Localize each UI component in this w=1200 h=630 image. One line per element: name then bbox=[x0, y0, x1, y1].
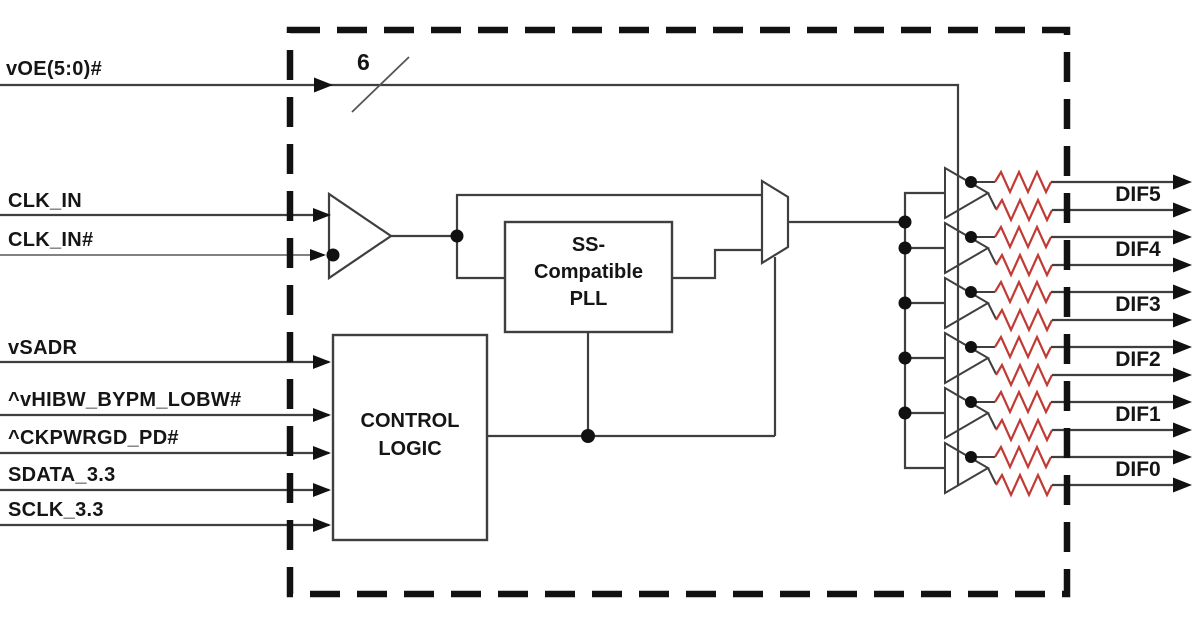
pll-box-label: SS- Compatible PLL bbox=[505, 232, 672, 313]
chip-boundary bbox=[286, 26, 1071, 598]
signal-label-vsadr: vSADR bbox=[8, 337, 78, 359]
series-resistor bbox=[995, 362, 1053, 388]
signal-label-sclk: SCLK_3.3 bbox=[8, 499, 104, 521]
arrowhead bbox=[1173, 202, 1192, 218]
junction-dot bbox=[965, 341, 977, 353]
series-resistor bbox=[994, 389, 1052, 415]
junction-dot bbox=[898, 351, 912, 365]
series-resistor bbox=[994, 169, 1052, 195]
pll-output-wire bbox=[672, 248, 762, 280]
series-resistor bbox=[995, 252, 1053, 278]
arrowhead bbox=[1173, 229, 1192, 245]
junction-dot bbox=[965, 176, 977, 188]
arrowhead bbox=[313, 518, 331, 532]
clock-mux bbox=[760, 179, 790, 265]
series-resistor bbox=[995, 307, 1053, 333]
junction-dot bbox=[965, 231, 977, 243]
bus-width-label: 6 bbox=[357, 49, 370, 75]
pll-label-line3: PLL bbox=[569, 288, 608, 310]
signal-label-ckpwrgd: ^CKPWRGD_PD# bbox=[8, 427, 179, 449]
series-resistor bbox=[994, 444, 1052, 470]
arrowhead bbox=[1173, 394, 1192, 410]
signal-label-sdata: SDATA_3.3 bbox=[8, 464, 116, 486]
pll-input-wire bbox=[455, 236, 505, 280]
arrowhead bbox=[314, 77, 333, 93]
arrowhead bbox=[1173, 422, 1192, 438]
junction-dot bbox=[965, 286, 977, 298]
control-label-line1: CONTROL bbox=[360, 410, 460, 432]
output-driver bbox=[944, 221, 990, 275]
internal-wires bbox=[391, 191, 945, 470]
output-label-dif2: DIF2 bbox=[1115, 348, 1161, 371]
arrowhead bbox=[1173, 367, 1192, 383]
series-resistor bbox=[994, 334, 1052, 360]
junction-dot bbox=[898, 215, 912, 229]
pll-label-line2: Compatible bbox=[534, 261, 643, 283]
junction-dot bbox=[898, 296, 912, 310]
signal-label-voe: vOE(5:0)# bbox=[6, 58, 103, 80]
control-logic-box bbox=[331, 333, 489, 542]
output-label-dif5: DIF5 bbox=[1115, 183, 1161, 206]
pll-box bbox=[503, 220, 674, 334]
bus-width-slash bbox=[351, 56, 410, 113]
output-drivers bbox=[944, 166, 990, 495]
output-driver bbox=[944, 331, 990, 385]
series-resistor bbox=[995, 197, 1053, 223]
arrowhead bbox=[1173, 174, 1192, 190]
control-label-line2: LOGIC bbox=[378, 438, 442, 460]
arrowhead bbox=[1173, 257, 1192, 273]
output-label-dif1: DIF1 bbox=[1115, 403, 1161, 426]
arrowhead bbox=[310, 249, 326, 261]
arrowhead bbox=[1173, 284, 1192, 300]
output-driver bbox=[944, 386, 990, 440]
junction-dot bbox=[898, 406, 912, 420]
control-logic-label: CONTROL LOGIC bbox=[333, 407, 487, 463]
signal-label-vhibw: ^vHIBW_BYPM_LOBW# bbox=[8, 389, 242, 411]
series-resistor bbox=[994, 279, 1052, 305]
junction-dot bbox=[965, 396, 977, 408]
junction-dot bbox=[898, 241, 912, 255]
arrowhead bbox=[1173, 339, 1192, 355]
junction-dots bbox=[326, 176, 977, 463]
series-resistor bbox=[995, 417, 1053, 443]
arrowheads bbox=[310, 77, 1192, 532]
junction-dot bbox=[450, 229, 464, 243]
junction-dot bbox=[326, 248, 340, 262]
series-resistor bbox=[994, 224, 1052, 250]
input-wires bbox=[0, 213, 329, 527]
output-label-dif0: DIF0 bbox=[1115, 458, 1161, 481]
arrowhead bbox=[1173, 312, 1192, 328]
pll-bypass-wire bbox=[455, 193, 762, 236]
series-resistor bbox=[995, 472, 1053, 498]
output-driver bbox=[944, 276, 990, 330]
junction-dot bbox=[581, 429, 595, 443]
output-label-dif4: DIF4 bbox=[1115, 238, 1161, 261]
clk-input-buffer bbox=[327, 191, 393, 281]
arrowhead bbox=[1173, 449, 1192, 465]
clock-distribution-wire bbox=[903, 191, 945, 470]
signal-label-clk-in: CLK_IN bbox=[8, 190, 83, 212]
output-network bbox=[970, 169, 1176, 498]
junction-dot bbox=[965, 451, 977, 463]
arrowhead bbox=[313, 408, 331, 422]
arrowhead bbox=[313, 446, 331, 460]
arrowhead bbox=[313, 483, 331, 497]
signal-label-clk-in-n: CLK_IN# bbox=[8, 229, 94, 251]
pll-label-line1: SS- bbox=[571, 234, 606, 256]
output-driver bbox=[944, 441, 990, 495]
output-label-dif3: DIF3 bbox=[1115, 293, 1161, 316]
output-driver bbox=[944, 166, 990, 220]
arrowhead bbox=[313, 355, 331, 369]
arrowhead bbox=[313, 208, 331, 222]
arrowhead bbox=[1173, 477, 1192, 493]
